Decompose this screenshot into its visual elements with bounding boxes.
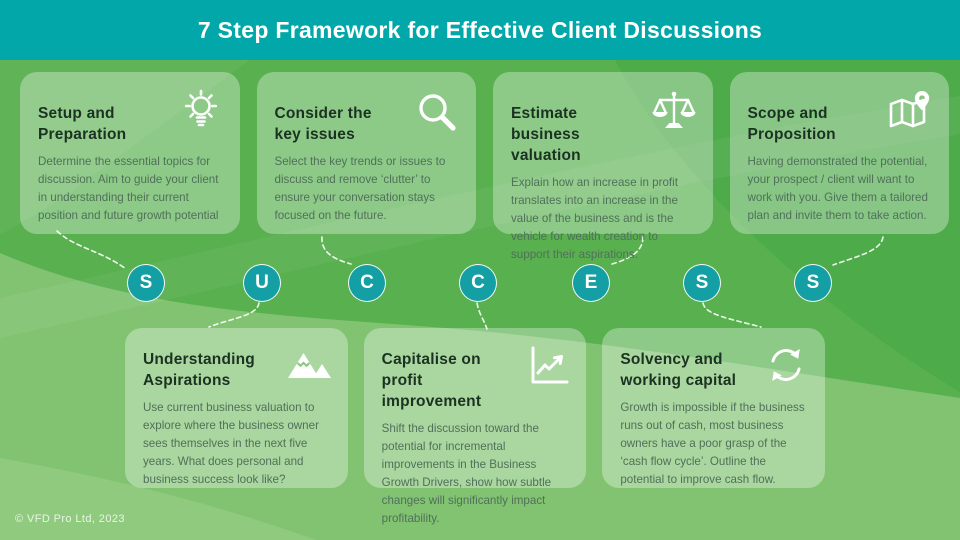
card-capitalise-profit-improvement: Capitalise on profit improvement Shift t… — [363, 328, 587, 525]
card-body: Select the key trends or issues to discu… — [274, 154, 446, 222]
letter-circle-5: E — [572, 264, 610, 302]
page-title: 7 Step Framework for Effective Client Di… — [197, 16, 763, 43]
magnifier-icon — [419, 94, 456, 131]
map-pin-icon — [889, 91, 930, 128]
letter-circle-4: C — [459, 264, 497, 302]
card-body: Shift the discussion toward the potentia… — [381, 421, 552, 525]
mountains-icon — [287, 353, 331, 378]
letter-circle-7: S — [794, 264, 832, 302]
card-title-line2: key issues — [274, 125, 355, 143]
card-title: Setup and Preparation — [38, 104, 223, 146]
card-title: Understanding Aspirations — [143, 350, 331, 392]
letter-circle-2: U — [243, 264, 281, 302]
card-solvency-working-capital: Solvency and working capital Growth is i… — [602, 328, 826, 488]
card-title-line1: Scope and — [747, 105, 828, 122]
card-body: Use current business valuation to explor… — [143, 400, 319, 486]
bottom-card-row: Understanding Aspirations Use current bu… — [125, 328, 826, 525]
copyright-text: © VFD Pro Ltd, 2023 — [15, 513, 125, 525]
success-letter: S — [695, 272, 709, 293]
card-title: Consider the key issues — [275, 104, 460, 146]
card-title-line2: business valuation — [511, 125, 581, 164]
cycle-icon — [771, 349, 801, 381]
success-letter: U — [255, 272, 269, 293]
card-body: Explain how an increase in profit transl… — [511, 175, 678, 261]
card-title-line1: Estimate — [511, 105, 578, 122]
success-letter: C — [471, 272, 485, 293]
card-understanding-aspirations: Understanding Aspirations Use current bu… — [125, 328, 348, 488]
card-setup-preparation: Setup and Preparation Determine the esse… — [20, 72, 240, 234]
success-letter: S — [139, 272, 153, 293]
card-title-line1: Setup and — [38, 105, 115, 122]
card-estimate-business-valuation: Estimate business valuation Explain how … — [493, 72, 713, 261]
card-title-line1: Capitalise on — [381, 351, 481, 368]
title-bar: 7 Step Framework for Effective Client Di… — [0, 0, 960, 60]
card-body: Having demonstrated the potential, your … — [747, 154, 928, 222]
card-title-line2: working capital — [620, 371, 737, 389]
card-body: Growth is impossible if the business run… — [620, 400, 805, 486]
letter-circle-1: S — [127, 264, 165, 302]
card-title-line1: Solvency and — [620, 351, 723, 368]
dashed-connectors — [56, 230, 884, 330]
top-card-row: Setup and Preparation Determine the esse… — [20, 72, 949, 261]
card-title-line2: Proposition — [747, 125, 836, 143]
card-title: Estimate business valuation — [511, 104, 696, 167]
card-title: Capitalise on profit improvement — [382, 350, 570, 413]
card-title-line2: Aspirations — [143, 371, 231, 389]
lightbulb-icon — [184, 89, 217, 127]
scales-icon — [652, 91, 695, 128]
card-title: Scope and Proposition — [748, 104, 933, 146]
card-title-line2: Preparation — [38, 125, 127, 143]
card-body: Determine the essential topics for discu… — [38, 154, 219, 222]
card-title-line2: profit improvement — [381, 371, 482, 410]
letter-circle-3: C — [348, 264, 386, 302]
growth-chart-icon — [531, 346, 569, 384]
success-letter: E — [584, 272, 598, 293]
card-title-line1: Consider the — [274, 105, 372, 122]
card-title-line1: Understanding — [143, 351, 255, 368]
card-title: Solvency and working capital — [620, 350, 808, 392]
card-consider-key-issues: Consider the key issues Select the key t… — [256, 72, 476, 234]
success-letter: S — [806, 272, 820, 293]
letter-circle-6: S — [683, 264, 721, 302]
card-scope-proposition: Scope and Proposition Having demonstrate… — [729, 72, 949, 234]
success-letter: C — [360, 272, 374, 293]
